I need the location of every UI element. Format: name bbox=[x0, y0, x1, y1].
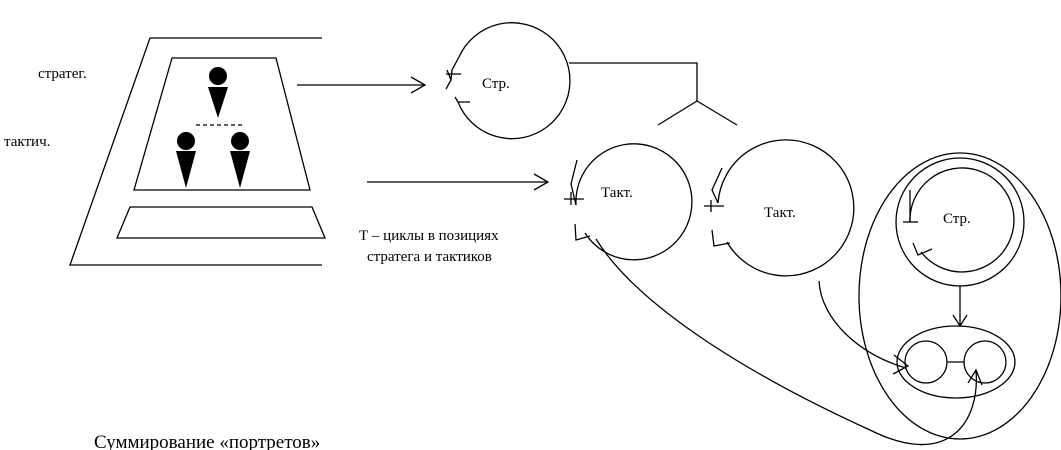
hierarchy-pyramid bbox=[69, 37, 326, 266]
nested-strategist-group bbox=[858, 152, 1061, 440]
pyramid-outer-frame bbox=[69, 37, 322, 266]
person-icon-tactician-left bbox=[176, 132, 196, 188]
person-figures bbox=[176, 67, 250, 188]
label-tactical-level: тактич. bbox=[4, 134, 51, 150]
cycle-tactician-left bbox=[564, 143, 693, 261]
person-icon-strategist bbox=[208, 67, 228, 118]
curved-arrows bbox=[595, 238, 983, 446]
caption-line-1: Т – циклы в позициях bbox=[359, 228, 499, 244]
pyramid-inner-frame bbox=[133, 57, 311, 191]
label-cycle-tactician-left: Такт. bbox=[601, 185, 633, 201]
label-strategic-level: стратег. bbox=[38, 66, 87, 82]
fork-connector bbox=[569, 62, 738, 126]
person-icon-tactician-right bbox=[230, 132, 250, 188]
label-cycle-strategist-nested: Стр. bbox=[943, 211, 971, 227]
label-cycle-tactician-right: Такт. bbox=[764, 205, 796, 221]
label-cycle-strategist-top: Стр. bbox=[482, 76, 510, 92]
cycle-tactician-right bbox=[704, 139, 855, 277]
pyramid-base-bar bbox=[116, 206, 326, 239]
figure-title: Суммирование «портретов» bbox=[94, 432, 321, 450]
caption-line-2: стратега и тактиков bbox=[367, 249, 492, 265]
pyramid-arrows bbox=[297, 76, 550, 191]
cycle-strategist-top bbox=[445, 22, 571, 140]
